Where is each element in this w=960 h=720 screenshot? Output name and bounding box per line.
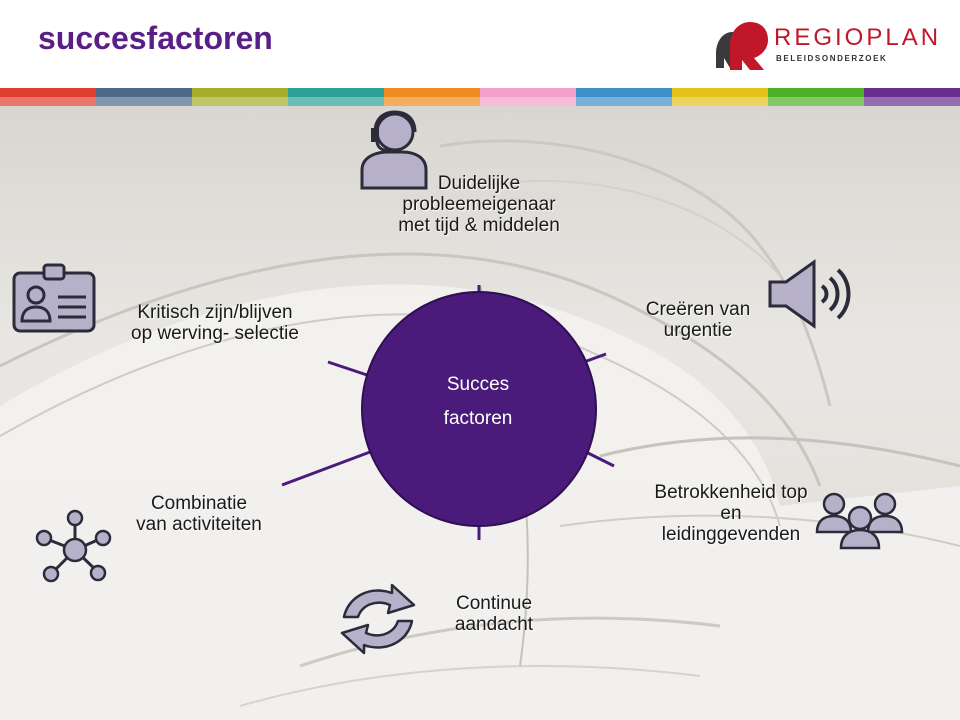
node-label-combinatie: Combinatie van activiteiten [136,493,262,535]
color-stripe-1 [0,88,96,106]
speaker-icon [768,259,851,329]
hub-label: Succes factoren [362,368,594,436]
hub-label-line-2: factoren [443,408,513,429]
logo-wordmark: REGIOPLAN [774,24,942,51]
logo-subtitle: BELEIDSONDERZOEK [776,54,888,63]
group-icon [815,492,904,550]
color-stripe-2 [96,88,192,106]
color-stripe-5 [384,88,480,106]
node-label-werving: Kritisch zijn/blijven op werving- select… [131,302,299,344]
color-stripe-bar [0,88,960,106]
color-stripe-4 [288,88,384,106]
color-stripe-10 [864,88,960,106]
node-label-betrokkenheid: Betrokkenheid top en leidinggevenden [654,482,808,545]
headset-person-icon [360,110,428,190]
hub-circle [361,291,597,527]
hub-label-line-1: Succes [446,374,510,395]
spoke-top-right [583,352,607,364]
color-stripe-7 [576,88,672,106]
network-hub-icon [35,509,112,583]
color-stripe-3 [192,88,288,106]
spoke-bottom-right [583,449,615,468]
id-badge-icon [12,263,96,333]
color-stripe-6 [480,88,576,106]
logo-mark-icon [716,22,768,70]
node-label-urgentie: Creëren van urgentie [645,299,751,341]
spoke-top-left [327,360,371,378]
page-title: succesfactoren [38,20,273,56]
node-label-aandacht: Continue aandacht [454,593,534,635]
regioplan-logo: REGIOPLAN BELEIDSONDERZOEK [712,20,942,70]
node-label-probleemeigenaar: Duidelijke probleemeigenaar met tijd & m… [398,173,560,236]
spoke-bottom-left [281,450,371,487]
refresh-cycle-icon [340,583,416,655]
color-stripe-9 [768,88,864,106]
header: succesfactoren REGIOPLAN BELEIDSONDERZOE… [0,0,960,88]
color-stripe-8 [672,88,768,106]
